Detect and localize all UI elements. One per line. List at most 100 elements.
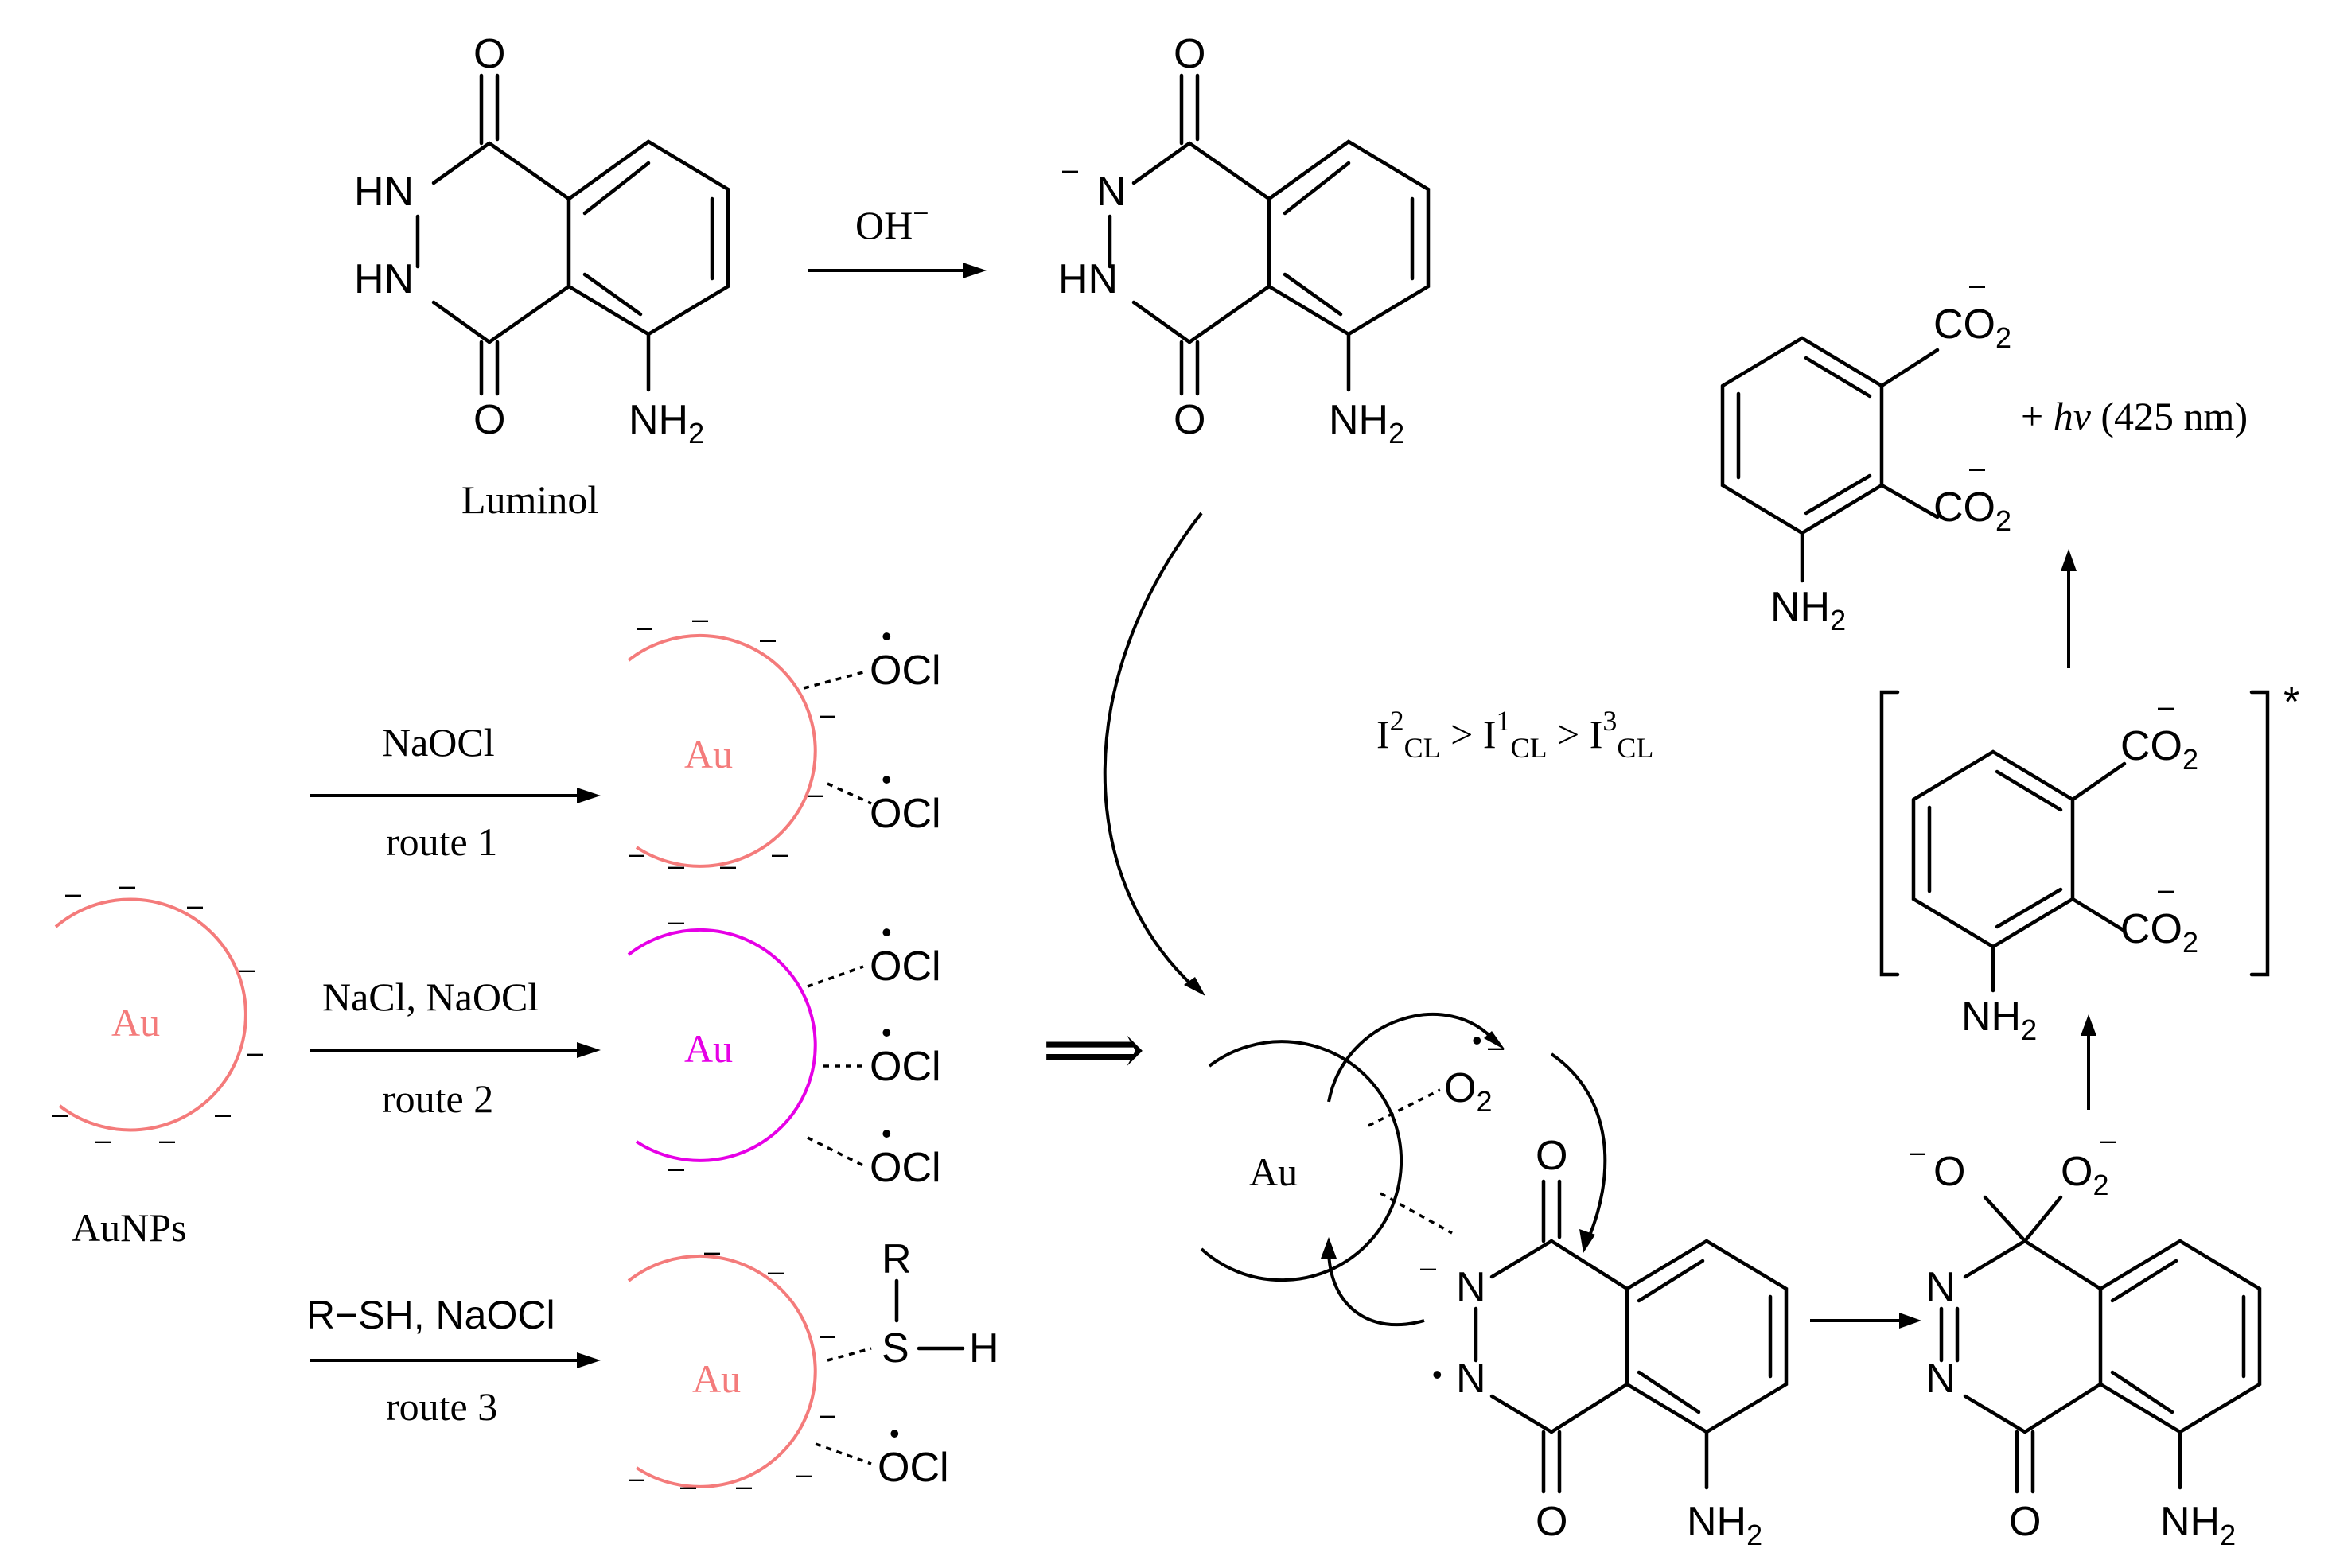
au-complex-circle bbox=[1200, 1040, 1403, 1282]
endo-o-bottom: O bbox=[2009, 1499, 2041, 1545]
route2-radical: • bbox=[882, 1016, 892, 1049]
radical-bond bbox=[1549, 1382, 1629, 1434]
luminol-o-bottom: O bbox=[473, 397, 505, 443]
radical-benzene-ring bbox=[1625, 1239, 1789, 1434]
route2-ocl: OCl bbox=[870, 944, 941, 990]
luminol-radical-anion: O – N • N O NH2 bbox=[1420, 1133, 1789, 1551]
radical-o-bottom: O bbox=[1536, 1499, 1567, 1545]
route3-ocl: OCl bbox=[878, 1445, 949, 1491]
route3-reagent: R−SH, NaOCl bbox=[306, 1293, 555, 1337]
route1-label: route 1 bbox=[386, 819, 497, 864]
radical-n-bottom: N bbox=[1456, 1356, 1486, 1402]
curved-arrowhead bbox=[1184, 977, 1205, 996]
product-co2-top-charge: – bbox=[1969, 268, 1985, 301]
route1-ocl: OCl bbox=[870, 648, 941, 694]
anion-double-bond bbox=[1283, 161, 1351, 216]
anion-nh2: NH2 bbox=[1329, 397, 1404, 449]
product-bond bbox=[1879, 483, 1940, 519]
hv-label: + hv (425 nm) bbox=[2021, 394, 2248, 438]
route2-au-circle bbox=[627, 928, 817, 1162]
route1-charge: – bbox=[808, 777, 823, 810]
route2-label: route 2 bbox=[382, 1076, 493, 1121]
superoxide-radical: • bbox=[1472, 1024, 1482, 1056]
route2-au: Au bbox=[684, 1026, 733, 1071]
luminol-bond bbox=[487, 284, 571, 344]
luminol-nh2: NH2 bbox=[629, 397, 704, 449]
aunps-circle bbox=[54, 897, 247, 1132]
left-bracket bbox=[1879, 690, 1900, 977]
endo-n-top: N bbox=[1925, 1264, 1956, 1310]
route1-charge: – bbox=[629, 837, 644, 870]
luminol-double-bond bbox=[582, 161, 651, 216]
route2-radical: • bbox=[882, 916, 892, 948]
route1-au-circle bbox=[627, 633, 817, 868]
radical-nh2: NH2 bbox=[1687, 1499, 1762, 1551]
endo-n-bottom: N bbox=[1925, 1356, 1956, 1402]
luminol-bond bbox=[431, 300, 492, 344]
route3-charge: – bbox=[629, 1461, 644, 1494]
route2-arrowhead bbox=[577, 1042, 601, 1058]
anion-bond bbox=[1131, 300, 1192, 344]
aunps-charge: – bbox=[239, 952, 255, 985]
route3-arrowhead bbox=[577, 1352, 601, 1368]
emission-arrowhead bbox=[2061, 549, 2077, 571]
anion-n: N bbox=[1096, 169, 1127, 215]
route2-bond bbox=[807, 965, 864, 988]
excited-double-bond bbox=[1995, 769, 2063, 812]
excited-co2-bottom: CO2 bbox=[2120, 906, 2198, 959]
product-co2-bottom-charge: – bbox=[1969, 451, 1985, 484]
excited-nh2: NH2 bbox=[1961, 994, 2037, 1046]
oh-label: OH− bbox=[855, 197, 929, 247]
route3-au-particle: Au – – – – – – – – S R H OCl • bbox=[627, 1235, 999, 1502]
aunps-au: Au bbox=[111, 1000, 160, 1045]
luminol-hn-bottom: HN bbox=[354, 256, 414, 302]
route3-s: S bbox=[882, 1325, 909, 1372]
route1-bond bbox=[803, 671, 864, 690]
au-electron-arrowhead-top bbox=[1484, 1031, 1505, 1050]
aunps-charge: – bbox=[65, 877, 81, 909]
curved-arrow-down bbox=[1103, 512, 1203, 988]
luminol-bond bbox=[431, 141, 492, 185]
luminol-double-bond bbox=[582, 272, 643, 317]
luminol-label: Luminol bbox=[461, 477, 598, 522]
product-nh2: NH2 bbox=[1770, 584, 1846, 636]
aminophthalate-product: CO2 – CO2 – NH2 + hv (425 nm) bbox=[1720, 268, 2248, 636]
anion-hn: HN bbox=[1058, 256, 1118, 302]
endo-o-charge: – bbox=[1910, 1135, 1925, 1168]
luminol-molecule: O HN HN O NH2 Luminol bbox=[354, 31, 730, 522]
au-complex: Au O2 • – bbox=[1200, 1013, 1607, 1327]
radical-n-top: N bbox=[1456, 1264, 1486, 1310]
endo-o2: O2 bbox=[2061, 1149, 2108, 1201]
anion-bond bbox=[1187, 141, 1271, 201]
endo-o2-charge: – bbox=[2100, 1123, 2116, 1156]
luminol-o-top: O bbox=[473, 31, 505, 77]
superoxide: O2 bbox=[1444, 1065, 1492, 1118]
superoxide-charge: – bbox=[1488, 1030, 1504, 1063]
excited-aminophthalate: * CO2 – CO2 – NH2 bbox=[1879, 679, 2299, 1046]
excited-co2-bottom-charge: – bbox=[2158, 873, 2174, 905]
route3-bond bbox=[815, 1442, 872, 1465]
route2-bond bbox=[807, 1136, 864, 1167]
au-n-bond bbox=[1380, 1192, 1453, 1235]
route3-label: route 3 bbox=[386, 1384, 497, 1429]
aunps-charge: – bbox=[159, 1123, 175, 1156]
aunps-charge: – bbox=[95, 1123, 111, 1156]
route3-r: R bbox=[882, 1236, 912, 1282]
radical-bond bbox=[1489, 1239, 1554, 1279]
product-double-bond bbox=[1804, 473, 1872, 516]
route3-bond bbox=[827, 1347, 872, 1362]
oh-arrow-step: OH− bbox=[808, 197, 987, 278]
peroxide-arrowhead bbox=[1899, 1313, 1921, 1329]
route2-charge: – bbox=[668, 1151, 684, 1184]
endo-o: O bbox=[1933, 1149, 1965, 1195]
radical-bond bbox=[1489, 1394, 1554, 1434]
luminol-hn-top: HN bbox=[354, 169, 414, 215]
route1-ocl: OCl bbox=[870, 791, 941, 837]
anion-o-bottom: O bbox=[1174, 397, 1205, 443]
anion-o-top: O bbox=[1174, 31, 1205, 77]
anion-minus: – bbox=[1062, 153, 1078, 185]
endo-bond bbox=[2022, 1239, 2103, 1291]
anion-bond bbox=[1187, 284, 1271, 344]
excited-double-bond bbox=[1995, 887, 2063, 929]
route1-bond bbox=[827, 782, 872, 805]
